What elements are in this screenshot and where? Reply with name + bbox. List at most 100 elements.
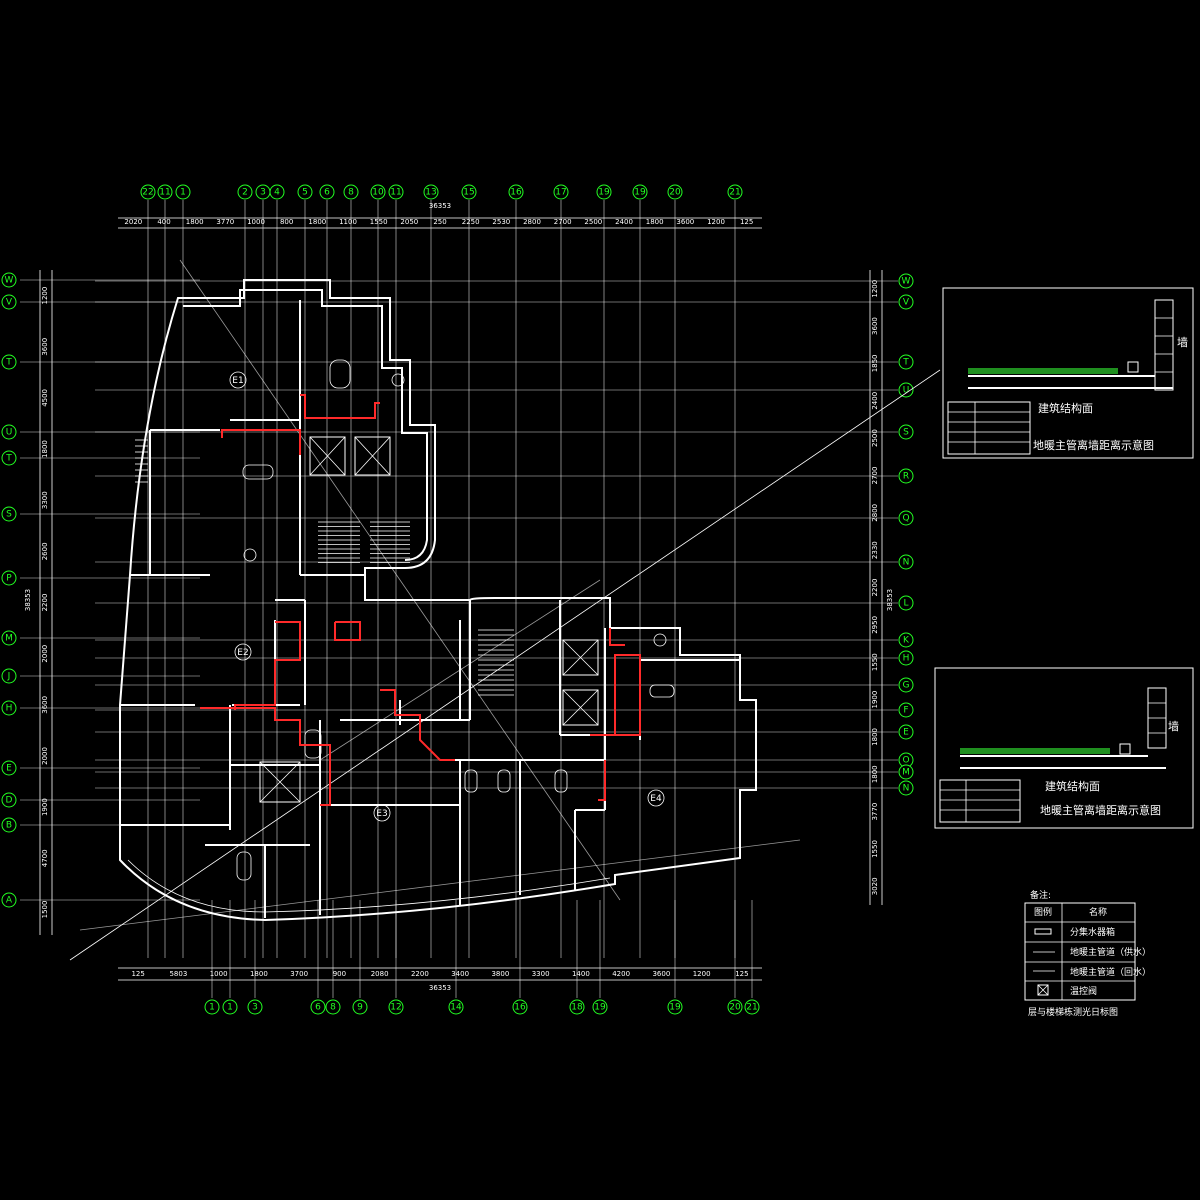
axis-bubble-left: P — [1, 570, 17, 586]
axis-bubble-top: 15 — [461, 184, 477, 200]
elevator-shafts — [259, 436, 599, 803]
stair-treads — [135, 439, 514, 696]
dim-bottom: 125 — [131, 970, 144, 978]
building-outline — [119, 279, 757, 922]
dim-top: 2020 — [124, 218, 142, 226]
axis-bubble-bottom: 9 — [352, 999, 368, 1015]
axis-bubble-top: 8 — [343, 184, 359, 200]
dim-left: 4700 — [41, 849, 49, 867]
svg-text:6: 6 — [324, 188, 330, 198]
axis-bubble-top: 21 — [727, 184, 743, 200]
dim-top: 2800 — [523, 218, 541, 226]
axis-bubble-bottom: 1 — [222, 999, 238, 1015]
axis-bubble-bottom: 20 — [727, 999, 743, 1015]
dim-top: 3770 — [216, 218, 234, 226]
dimension-frame — [39, 217, 883, 981]
svg-text:15: 15 — [463, 188, 474, 198]
dim-left: 1900 — [41, 798, 49, 816]
svg-text:11: 11 — [159, 188, 170, 198]
svg-text:Q: Q — [902, 514, 909, 524]
interior-walls — [120, 300, 740, 918]
dim-top: 1550 — [370, 218, 388, 226]
axis-bubble-right: N — [898, 780, 914, 796]
dim-left: 1500 — [41, 901, 49, 919]
dim-bottom: 125 — [735, 970, 748, 978]
dim-top: 2500 — [584, 218, 602, 226]
dim-right: 2500 — [871, 429, 879, 447]
axis-bubble-top: 10 — [370, 184, 386, 200]
dim-bottom: 3800 — [491, 970, 509, 978]
legend-row-2: 地暖主管道（供水） — [1070, 946, 1151, 958]
svg-text:21: 21 — [746, 1003, 757, 1013]
dim-top: 250 — [433, 218, 446, 226]
svg-text:3: 3 — [252, 1003, 258, 1013]
svg-text:S: S — [6, 510, 12, 520]
axis-bubble-top: 20 — [667, 184, 683, 200]
dim-top: 1800 — [646, 218, 664, 226]
axis-bubble-bottom: 18 — [569, 999, 585, 1015]
dim-top: 1800 — [308, 218, 326, 226]
detail-upper-caption: 地暖主管离墙距离示意图 — [1033, 438, 1154, 452]
svg-text:G: G — [903, 681, 910, 691]
axis-bubble-top: 16 — [508, 184, 524, 200]
svg-text:4: 4 — [274, 188, 280, 198]
dim-right: 2800 — [871, 504, 879, 522]
dim-top: 2700 — [554, 218, 572, 226]
svg-text:T: T — [902, 358, 909, 368]
svg-text:20: 20 — [669, 188, 681, 198]
dim-top: 3600 — [676, 218, 694, 226]
axis-bubble-right: N — [898, 554, 914, 570]
axis-bubble-bottom: 8 — [325, 999, 341, 1015]
axis-bubble-left: T — [1, 354, 17, 370]
detail-lower-title: 建筑结构面 — [1045, 779, 1100, 793]
dim-top: 1100 — [339, 218, 357, 226]
detail-upper: 墙 建筑结构面 地暖主管离墙距离示意图 — [942, 287, 1194, 459]
axis-bubble-right: L — [898, 595, 914, 611]
dim-top: 2400 — [615, 218, 633, 226]
dim-left: 1200 — [41, 287, 49, 305]
dim-bottom: 900 — [333, 970, 346, 978]
dim-right: 2950 — [871, 616, 879, 634]
dim-right: 1800 — [871, 728, 879, 746]
axis-bubble-left: J — [1, 668, 17, 684]
svg-text:2: 2 — [242, 188, 248, 198]
axis-bubble-right: T — [898, 354, 914, 370]
dim-left: 2000 — [41, 747, 49, 765]
dim-right: 1800 — [871, 765, 879, 783]
axis-bubble-bottom: 19 — [592, 999, 608, 1015]
svg-text:E: E — [6, 764, 12, 774]
axis-bubble-left: S — [1, 506, 17, 522]
svg-text:U: U — [6, 428, 13, 438]
axis-bubble-left: B — [1, 817, 17, 833]
dim-bottom: 1000 — [210, 970, 228, 978]
svg-text:10: 10 — [372, 188, 384, 198]
svg-text:L: L — [903, 599, 908, 609]
dim-left: 1800 — [41, 440, 49, 458]
dim-right: 1900 — [871, 691, 879, 709]
detail-lower-wall-label: 墙 — [1168, 719, 1179, 733]
svg-text:F: F — [903, 706, 908, 716]
total-dim-left: 38353 — [24, 589, 32, 611]
axis-bubble-right: M — [898, 764, 914, 780]
axis-bubble-left: V — [1, 294, 17, 310]
legend-title: 备注: — [1030, 889, 1051, 901]
svg-text:9: 9 — [357, 1003, 363, 1013]
svg-text:16: 16 — [514, 1003, 526, 1013]
dim-right: 2700 — [871, 467, 879, 485]
dim-right: 2330 — [871, 541, 879, 559]
svg-text:12: 12 — [390, 1003, 401, 1013]
detail-upper-wall-label: 墙 — [1177, 335, 1188, 349]
axis-bubble-right: E — [898, 724, 914, 740]
unit-tag-e1: E1 — [232, 376, 243, 386]
dim-bottom: 1800 — [250, 970, 268, 978]
dim-bottom: 4200 — [612, 970, 630, 978]
heating-pipes — [200, 394, 641, 806]
axis-bubble-top: 19 — [632, 184, 648, 200]
dim-right: 2200 — [871, 579, 879, 597]
dim-bottom: 3400 — [451, 970, 469, 978]
legend: 备注: 图例 名称 分集水器箱 地暖主管道（供水） 地暖主管道（回水） 温控阀 … — [1024, 889, 1151, 1018]
dim-right: 3020 — [871, 877, 879, 895]
axis-bubble-right: Q — [898, 510, 914, 526]
dim-left: 2200 — [41, 594, 49, 612]
